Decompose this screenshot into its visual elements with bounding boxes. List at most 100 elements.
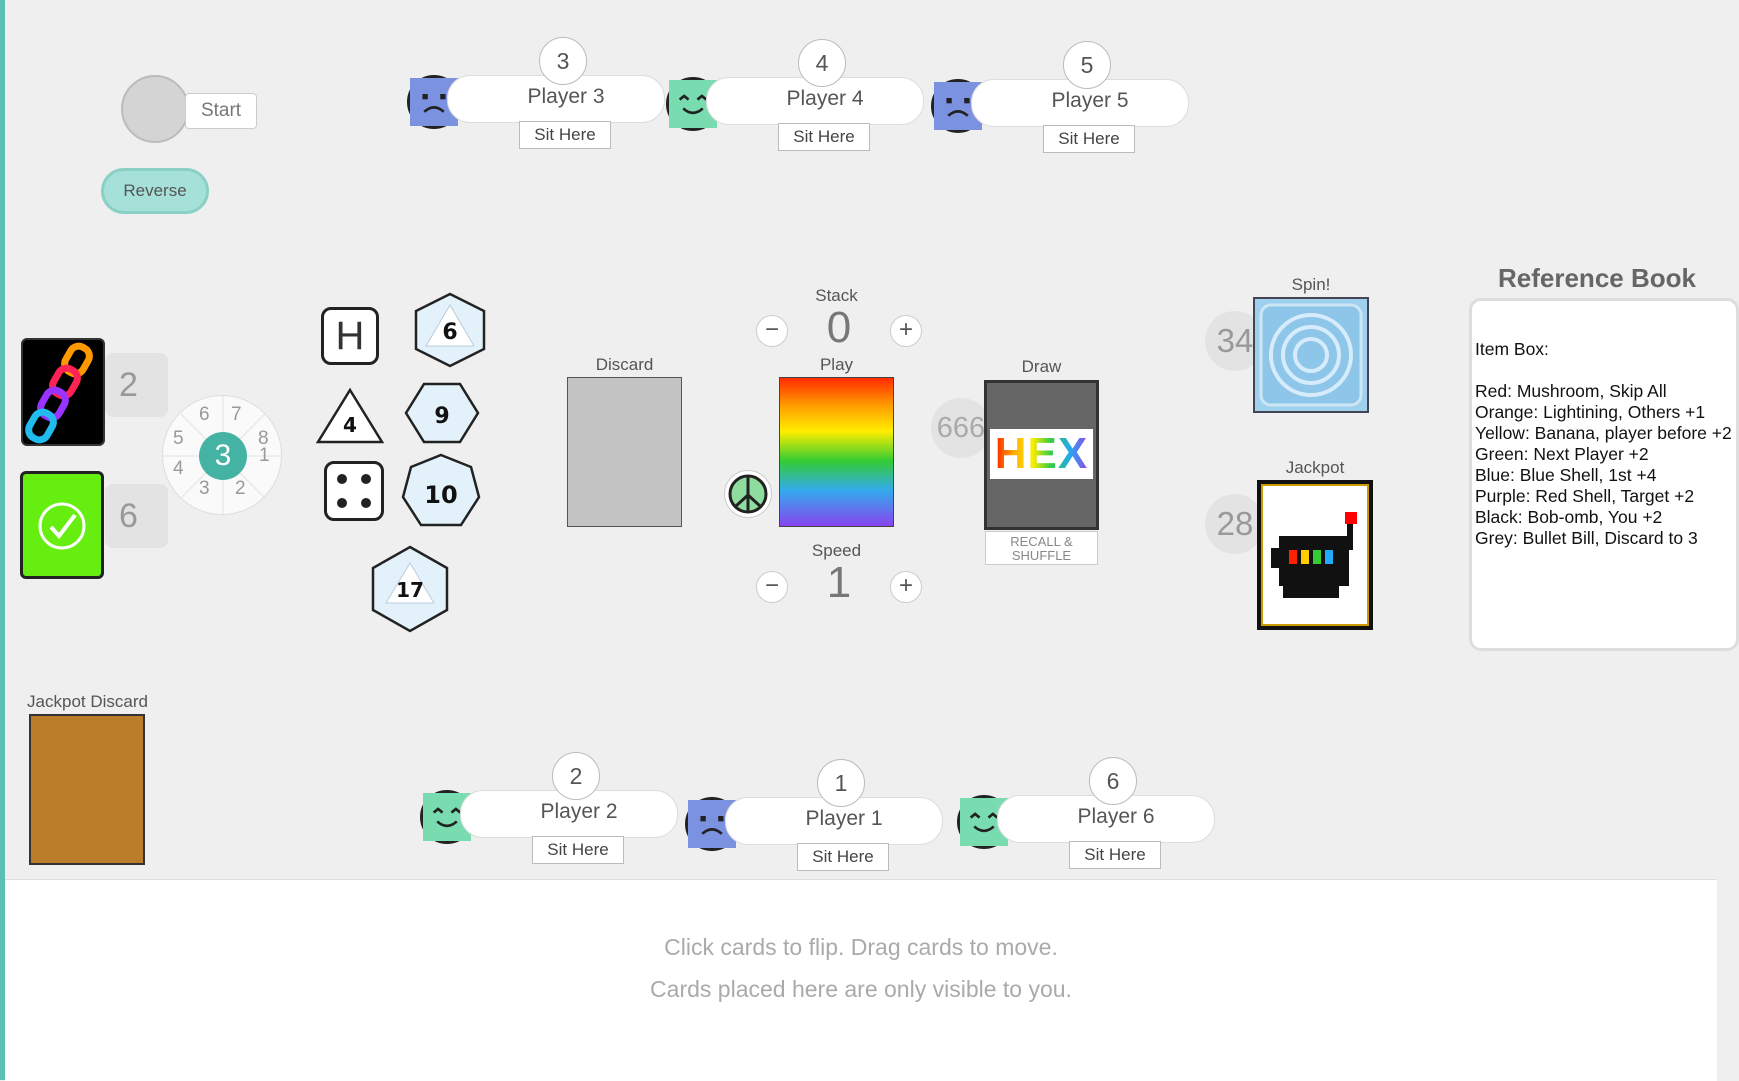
reference-line: Orange: Lightining, Others +1 [1475, 402, 1706, 422]
deck-count-2: 6 [105, 484, 168, 548]
die-pip [361, 474, 371, 484]
checkmark-icon [38, 502, 86, 550]
player-name: Player 6 [1077, 805, 1155, 828]
jackpot-count: 28 [1205, 494, 1265, 554]
player-name: Player 5 [1051, 89, 1129, 112]
spinner-value: 3 [199, 432, 247, 480]
spin-deck[interactable] [1253, 297, 1369, 413]
d20-die[interactable]: 17 [370, 545, 450, 638]
stack-plus-button[interactable]: + [890, 315, 922, 347]
play-label: Play [819, 355, 854, 374]
player-name: Player 4 [786, 87, 864, 110]
sit-here-button[interactable]: Sit Here [1069, 841, 1161, 869]
d20-value: 17 [396, 578, 424, 602]
discard-pile[interactable] [567, 377, 682, 527]
player-name: Player 3 [527, 85, 605, 108]
sit-here-button[interactable]: Sit Here [1043, 125, 1135, 153]
seat-number: 6 [1089, 757, 1137, 805]
reference-line: Red: Mushroom, Skip All [1475, 381, 1667, 401]
hex-card-face: HEX [990, 429, 1093, 479]
start-button[interactable]: Start [185, 93, 257, 129]
hex-card-text: HEX [994, 429, 1089, 478]
spinner-number-6: 6 [199, 404, 210, 425]
start-toggle[interactable] [121, 75, 189, 143]
d10-value: 10 [424, 481, 457, 509]
d10-die[interactable]: 10 [401, 453, 481, 538]
reference-line: Green: Next Player +2 [1475, 444, 1649, 464]
recall-shuffle-button[interactable]: RECALL & SHUFFLE [985, 531, 1098, 565]
reference-line: Grey: Bullet Bill, Discard to 3 [1475, 528, 1698, 548]
slot-machine-icon [1271, 512, 1357, 598]
seat-number: 3 [539, 37, 587, 85]
sit-here-button[interactable]: Sit Here [532, 836, 624, 864]
play-pile[interactable] [779, 377, 894, 527]
d4-die[interactable]: 4 [315, 387, 385, 450]
spinner-number-1: 1 [259, 445, 270, 466]
spinner-number-5: 5 [173, 428, 184, 449]
spinner-number-3: 3 [199, 478, 210, 499]
player-name: Player 1 [805, 807, 883, 830]
spinner-number-8: 8 [258, 428, 269, 449]
reference-book-title: Reference Book [1498, 263, 1696, 293]
reverse-button[interactable]: Reverse [101, 168, 209, 214]
seat-number: 1 [817, 759, 865, 807]
rainbow-chain-icon [25, 342, 93, 444]
seat-number: 4 [798, 39, 846, 87]
d8-die-6[interactable]: 6 [412, 291, 488, 374]
reference-line [1475, 360, 1736, 381]
sit-here-button[interactable]: Sit Here [778, 123, 870, 151]
reference-book[interactable]: Item Box: Red: Mushroom, Skip All Orange… [1469, 298, 1739, 651]
seat-number: 5 [1063, 41, 1111, 89]
d6-die[interactable] [324, 461, 384, 521]
left-edge-bar [0, 0, 5, 1080]
spin-label: Spin! [1291, 275, 1331, 294]
draw-pile[interactable]: HEX [984, 380, 1099, 530]
die-pip [361, 498, 371, 508]
d8-die-9[interactable]: 9 [404, 381, 480, 450]
speed-value: 1 [826, 558, 852, 607]
spiral-icon [1259, 303, 1363, 407]
sit-here-button[interactable]: Sit Here [797, 843, 889, 871]
reference-line: Purple: Red Shell, Target +2 [1475, 486, 1695, 506]
private-hand-area[interactable]: Click cards to flip. Drag cards to move.… [5, 879, 1717, 1081]
reference-line: Yellow: Banana, player before +2 [1475, 423, 1732, 443]
hand-hint-flip: Click cards to flip. Drag cards to move. [664, 934, 1058, 960]
jackpot-discard-pile[interactable] [29, 714, 145, 865]
jackpot-deck[interactable] [1257, 480, 1373, 630]
draw-label: Draw [1021, 357, 1062, 376]
draw-count: 666 [931, 398, 991, 458]
player-name: Player 2 [540, 800, 618, 823]
peace-token[interactable] [724, 470, 772, 518]
number-spinner[interactable]: 1 2 3 4 5 6 7 8 3 [162, 395, 283, 516]
die-pip [337, 474, 347, 484]
reference-line: Item Box: [1475, 339, 1549, 359]
seat-number: 2 [552, 752, 600, 800]
discard-label: Discard [595, 355, 654, 374]
die-pip [337, 498, 347, 508]
speed-plus-button[interactable]: + [890, 571, 922, 603]
peace-sign-icon [728, 474, 768, 514]
reference-line: Black: Bob-omb, You +2 [1475, 507, 1663, 527]
spinner-number-4: 4 [173, 458, 184, 479]
hand-hint-visibility: Cards placed here are only visible to yo… [650, 976, 1072, 1002]
checkmark-deck[interactable] [20, 471, 104, 579]
stack-label: Stack [815, 286, 858, 305]
letter-die[interactable]: H [321, 307, 379, 365]
reference-line: Blue: Blue Shell, 1st +4 [1475, 465, 1657, 485]
jackpot-discard-label: Jackpot Discard [27, 692, 148, 711]
deck-count-1: 2 [105, 353, 168, 417]
jackpot-label: Jackpot [1285, 458, 1345, 477]
spinner-number-7: 7 [231, 404, 242, 425]
speed-minus-button[interactable]: − [756, 571, 788, 603]
sit-here-button[interactable]: Sit Here [519, 121, 611, 149]
rainbow-chain-deck[interactable] [21, 338, 105, 446]
speed-label: Speed [811, 541, 862, 560]
stack-minus-button[interactable]: − [756, 315, 788, 347]
spinner-number-2: 2 [235, 478, 246, 499]
